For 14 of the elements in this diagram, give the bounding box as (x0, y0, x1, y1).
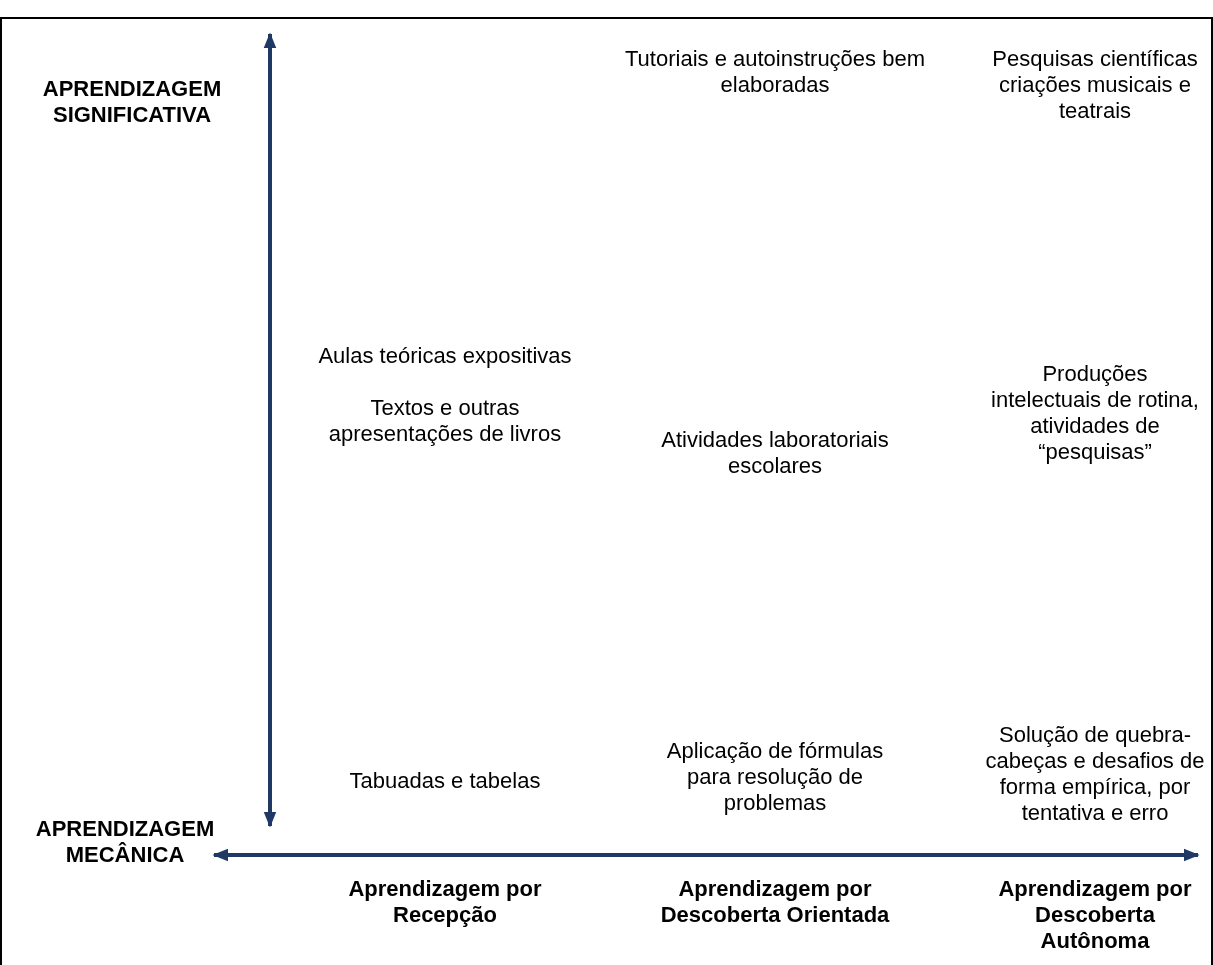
example-text: Textos e outras apresentações de livros (327, 395, 563, 447)
column-heading: Aprendizagem por Descoberta Autônoma (997, 876, 1193, 954)
column-heading: Aprendizagem por Recepção (347, 876, 543, 928)
example-text: Produções intelectuais de rotina, atividades de “pesquisas” (990, 361, 1200, 465)
example-text: Pesquisas científicas criações musicais e teatrais (991, 46, 1199, 124)
example-text: Tabuadas e tabelas (348, 768, 542, 794)
axis-label: APRENDIZAGEM MECÂNICA (34, 816, 216, 868)
example-text: Tutoriais e autoinstruções bem elaboradas (625, 46, 925, 98)
example-text: Atividades laboratoriais escolares (660, 427, 890, 479)
example-text: Aplicação de fórmulas para resolução de problemas (665, 738, 885, 816)
column-heading: Aprendizagem por Descoberta Orientada (659, 876, 891, 928)
axis-label: APRENDIZAGEM SIGNIFICATIVA (41, 76, 223, 128)
example-text: Aulas teóricas expositivas (317, 343, 573, 369)
example-text: Solução de quebra-cabeças e desafios de forma empírica, por tentativa e erro (984, 722, 1206, 826)
